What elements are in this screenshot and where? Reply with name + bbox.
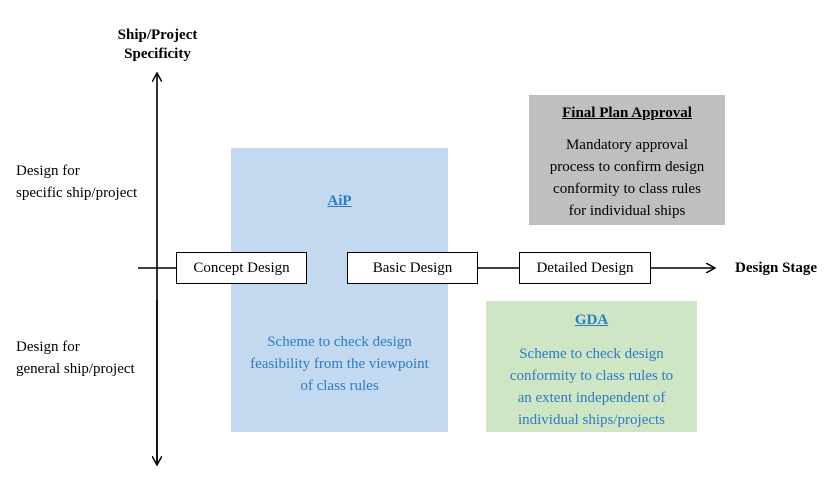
row-label-specific: Design for specific ship/project xyxy=(16,163,138,201)
gda-title: GDA xyxy=(574,312,609,328)
row-label-general: Design for general ship/project xyxy=(16,339,135,377)
x-axis-label: Design Stage xyxy=(735,260,818,276)
y-axis-label: Ship/Project Specificity xyxy=(117,27,198,62)
aip-description: Scheme to check design feasibility from … xyxy=(250,334,429,394)
final-plan-approval-title: Final Plan Approval xyxy=(562,105,692,121)
stage-detailed-design: Detailed Design xyxy=(519,252,651,284)
stage-basic-design: Basic Design xyxy=(347,252,478,284)
gda-region: GDA Scheme to check design conformity to… xyxy=(486,301,697,432)
stage-concept-design: Concept Design xyxy=(176,252,307,284)
final-plan-approval-description: Mandatory approval process to confirm de… xyxy=(549,137,705,219)
aip-region: AiP Scheme to check design feasibility f… xyxy=(231,148,448,432)
gda-description: Scheme to check design conformity to cla… xyxy=(509,346,674,428)
aip-title: AiP xyxy=(327,193,352,209)
final-plan-approval-region: Final Plan Approval Mandatory approval p… xyxy=(529,95,725,225)
